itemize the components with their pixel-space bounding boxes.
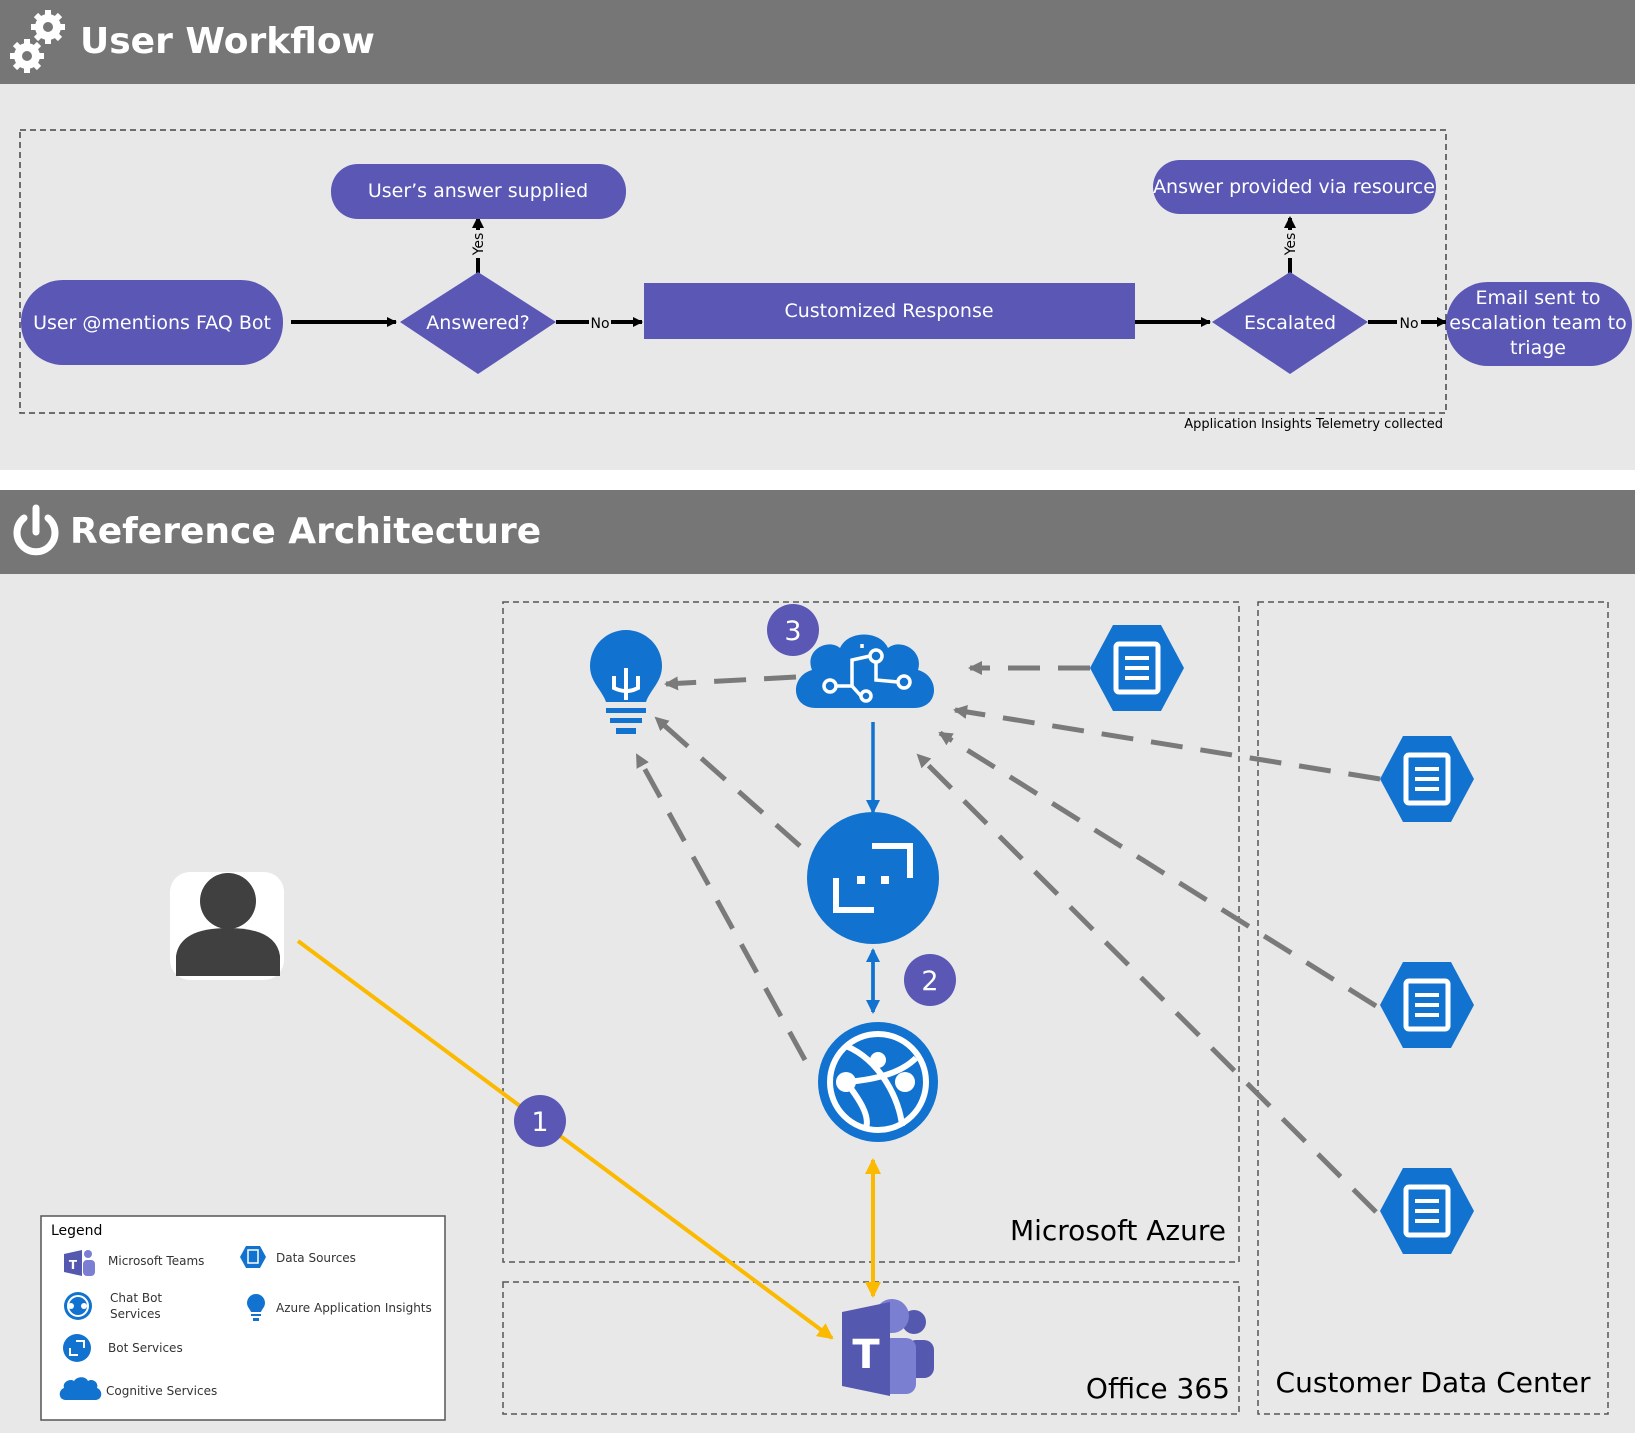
legend-chatbot-label-2: Services: [110, 1307, 161, 1321]
legend-chatbot-icon: [64, 1292, 92, 1320]
power-icon: [13, 504, 59, 556]
legend-chatbot-label-1: Chat Bot: [110, 1291, 162, 1305]
legend-botservices-icon: [63, 1334, 91, 1362]
architecture-title: Reference Architecture: [70, 511, 541, 552]
legend-cognitive-icon: [59, 1377, 102, 1400]
customized-response-label: Customized Response: [784, 300, 993, 322]
microsoft-teams-icon: T: [842, 1299, 934, 1396]
no-label-2: No: [1399, 316, 1418, 332]
bot-services-icon: [807, 812, 939, 944]
legend-datasources-label: Data Sources: [276, 1251, 356, 1265]
workflow-title: User Workflow: [80, 21, 375, 62]
escalated-decision: Escalated: [1212, 272, 1368, 374]
step-badge-1: 1: [514, 1095, 566, 1147]
legend-cognitive-label: Cognitive Services: [106, 1384, 217, 1398]
telemetry-boundary: [19, 129, 1447, 414]
legend-teams-label: Microsoft Teams: [108, 1254, 204, 1268]
svg-text:T: T: [852, 1332, 880, 1378]
answer-supplied-node: User’s answer supplied: [331, 164, 626, 219]
legend-insights-icon: [247, 1294, 265, 1321]
step-badge-1-label: 1: [531, 1107, 548, 1138]
no-label-1: No: [590, 316, 609, 332]
workflow-banner: [0, 0, 1635, 84]
resource-node: Answer provided via resource: [1153, 160, 1436, 214]
legend-datasources-icon: [240, 1246, 266, 1268]
azure-region-label: Microsoft Azure: [1010, 1214, 1226, 1247]
datacenter-region: [1257, 601, 1609, 1415]
email-label-3: triage: [1510, 337, 1566, 359]
office-region: [502, 1281, 1240, 1415]
yes-label-2: Yes: [1283, 233, 1299, 257]
cognitive-services-icon: [795, 634, 935, 708]
chatbot-services-icon: [818, 1022, 938, 1142]
answered-decision: Answered?: [400, 272, 556, 374]
legend-botservices-label: Bot Services: [108, 1341, 183, 1355]
resource-label: Answer provided via resource: [1153, 176, 1435, 198]
email-label-1: Email sent to: [1476, 287, 1601, 309]
legend-insights-label: Azure Application Insights: [276, 1301, 432, 1315]
answered-label: Answered?: [426, 312, 529, 334]
step-badge-2: 2: [904, 954, 956, 1006]
step-badge-3: 3: [767, 604, 819, 656]
gears-icon: [10, 10, 65, 73]
email-node: Email sent to escalation team to triage: [1446, 282, 1632, 366]
step-badge-2-label: 2: [921, 966, 938, 997]
datacenter-region-label: Customer Data Center: [1276, 1366, 1591, 1399]
legend: Legend T Microsoft Teams Chat Bot Servic…: [40, 1215, 446, 1421]
answer-supplied-label: User’s answer supplied: [368, 180, 588, 202]
office-region-label: Office 365: [1086, 1372, 1230, 1405]
email-label-2: escalation team to: [1449, 312, 1626, 334]
telemetry-note: Application Insights Telemetry collected: [1184, 417, 1443, 432]
application-insights-icon: [590, 630, 662, 734]
telemetry-flows: [634, 661, 1381, 1214]
step-badge-3-label: 3: [784, 616, 801, 647]
escalated-label: Escalated: [1244, 312, 1336, 334]
user-icon: [170, 872, 284, 980]
legend-teams-icon: T: [64, 1250, 95, 1276]
start-node: User @mentions FAQ Bot: [21, 280, 283, 365]
start-node-label: User @mentions FAQ Bot: [33, 312, 271, 334]
architecture-banner: [0, 490, 1635, 574]
svg-text:T: T: [69, 1258, 78, 1272]
customized-response-node: Customized Response: [644, 283, 1135, 339]
legend-title: Legend: [51, 1223, 102, 1239]
yes-label-1: Yes: [471, 233, 487, 257]
